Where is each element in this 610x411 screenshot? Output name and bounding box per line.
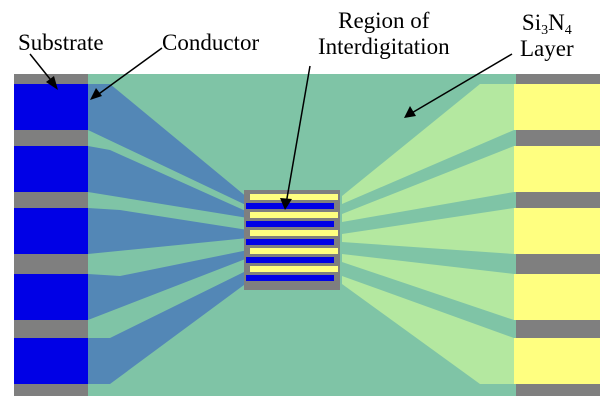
right-traces xyxy=(342,84,514,384)
right-trace xyxy=(342,208,514,254)
left-conductor-pads xyxy=(14,84,88,384)
left-traces xyxy=(88,84,248,384)
finger-blue xyxy=(246,257,334,263)
left-pad xyxy=(14,274,88,320)
left-pad xyxy=(14,208,88,254)
substrate-label: Substrate xyxy=(18,30,104,56)
finger-blue xyxy=(246,275,334,281)
finger-yellow xyxy=(250,212,338,218)
layer-arrowhead xyxy=(404,106,416,118)
formula-si: Si xyxy=(521,10,542,35)
conductor-label: Conductor xyxy=(162,30,259,56)
left-trace xyxy=(88,84,248,206)
right-trace xyxy=(342,84,514,204)
conductor-arrowhead xyxy=(90,88,102,100)
left-trace xyxy=(88,208,248,254)
conductor-leader xyxy=(95,47,163,97)
formula-n: N xyxy=(548,10,565,35)
layer-label-text: Layer xyxy=(520,36,574,61)
si3n4-label: Si3N4 Layer xyxy=(520,10,574,62)
leader-arrowheads xyxy=(46,76,416,210)
region-arrowhead xyxy=(280,198,292,210)
interdigitation-region xyxy=(244,190,340,290)
finger-blue xyxy=(246,221,334,227)
region-label-line2: Interdigitation xyxy=(318,34,450,59)
region-label-line1: Region of xyxy=(338,8,430,33)
right-pad xyxy=(514,338,600,384)
right-pads xyxy=(514,84,600,384)
left-trace xyxy=(88,146,248,218)
right-trace xyxy=(342,276,514,384)
region-label: Region of Interdigitation xyxy=(318,8,450,60)
formula-n-sub: 4 xyxy=(564,23,572,38)
finger-blue xyxy=(246,239,334,245)
region-leader xyxy=(285,65,311,205)
finger-yellow xyxy=(250,266,338,272)
right-trace xyxy=(342,254,514,320)
si3n4-formula: Si3N4 xyxy=(520,10,574,38)
left-trace xyxy=(88,250,248,320)
left-pad xyxy=(14,84,88,130)
finger-yellow xyxy=(250,194,338,200)
right-pad xyxy=(514,84,600,130)
left-pad xyxy=(14,146,88,192)
substrate-label-text: Substrate xyxy=(18,30,104,55)
finger-blue xyxy=(246,203,334,209)
substrate-arrowhead xyxy=(46,76,58,90)
right-pad xyxy=(514,274,600,320)
left-pad xyxy=(14,338,88,384)
left-trace xyxy=(88,270,248,384)
right-pad xyxy=(514,146,600,192)
finger-yellow xyxy=(250,230,338,236)
formula-si-sub: 3 xyxy=(541,23,549,38)
conductor-label-text: Conductor xyxy=(162,30,260,55)
right-trace xyxy=(342,146,514,222)
layer-leader xyxy=(409,53,513,115)
right-pad xyxy=(514,208,600,254)
finger-yellow xyxy=(250,248,338,254)
